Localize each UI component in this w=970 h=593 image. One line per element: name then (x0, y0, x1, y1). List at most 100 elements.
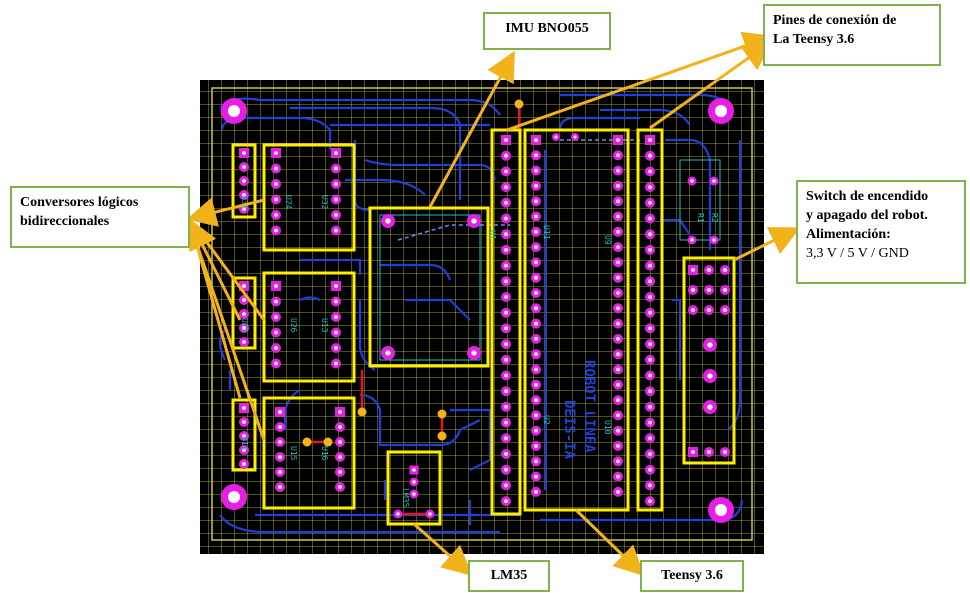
pad-hole (616, 413, 620, 418)
pad-hole (573, 135, 577, 139)
pad-hole (648, 279, 652, 284)
pad-hole (504, 436, 508, 441)
pad-hole (534, 229, 538, 234)
pad-hole (648, 499, 652, 503)
pcb-board-text: DEIS-IA ROBOT LINEA (561, 360, 597, 460)
pad-hole (723, 288, 727, 292)
callout-lm35-text: LM35 (490, 568, 528, 583)
pad-hole (412, 492, 416, 496)
pad-hole (334, 213, 338, 217)
silk-r1: R1 (696, 213, 705, 223)
pad-hole (690, 179, 694, 183)
pad-hole (242, 298, 246, 302)
pad-hole (334, 228, 338, 233)
pad-hole (648, 436, 652, 441)
pad-hole (242, 340, 246, 344)
pad-hole (334, 315, 338, 319)
pad-hole (274, 330, 278, 335)
pad-hole (616, 229, 620, 234)
pad-hole (504, 169, 508, 174)
pad-hole (242, 179, 246, 183)
pad-hole (534, 291, 538, 295)
arrow-conv-5 (190, 229, 266, 441)
pcb-grid (200, 80, 764, 554)
jumper-pads (302, 99, 524, 447)
pad-hole (648, 357, 652, 362)
arrow-pines-right (649, 40, 773, 130)
pad-hole (616, 367, 620, 372)
pad-hole (412, 480, 416, 484)
pad-hole (504, 185, 508, 190)
pad-hole (274, 197, 278, 202)
pad-hole (707, 373, 713, 379)
pad-hole (504, 248, 508, 252)
pad-hole (338, 425, 342, 429)
pad-hole (616, 199, 620, 204)
arrow-lm35 (413, 522, 473, 576)
pad-hole (278, 425, 282, 429)
pad-hole (723, 308, 727, 312)
pad-hole (385, 350, 391, 356)
pad-hole (428, 512, 432, 516)
pad-hole (534, 382, 538, 387)
pad-hole (616, 398, 620, 402)
callout-arrows (186, 31, 801, 577)
callout-conversores-line2: bidireccionales (20, 213, 110, 229)
pad-hole (278, 440, 282, 444)
pad-hole (534, 275, 538, 280)
pad-hole (274, 284, 278, 288)
pad-hole (534, 413, 538, 418)
pad-hole (534, 367, 538, 372)
pad-hole (534, 490, 538, 494)
pad-hole (242, 151, 246, 155)
arrow-pines-left (506, 31, 774, 132)
pad-hole (242, 193, 246, 197)
pad-hole (504, 467, 508, 472)
pad-hole (504, 483, 508, 488)
pad-hole (274, 315, 278, 319)
pcb-text-line1: DEIS-IA (561, 400, 577, 460)
pad-hole (616, 275, 620, 280)
pad-hole (534, 168, 538, 173)
pad-hole (504, 138, 508, 142)
pad-hole (707, 342, 713, 348)
resistor-footprint (679, 159, 721, 241)
callout-switch-line1: Switch de encendido (806, 189, 929, 204)
pad-hole (691, 288, 695, 292)
pad-hole (334, 346, 338, 350)
pad-hole (616, 214, 620, 219)
component-pads (239, 133, 730, 519)
callout-switch-line3: Alimentación: (806, 226, 891, 242)
pad-hole (242, 406, 246, 410)
pad-hole (616, 444, 620, 448)
pad-hole (616, 352, 620, 357)
pad-hole (691, 450, 695, 454)
silkscreen-labels: U31 U24 U32 U25 U26 U13 U14 U15 U16 U1 U… (240, 195, 719, 507)
pad-hole (648, 185, 652, 190)
pad-hole (242, 448, 246, 452)
silk-r2: R2 (710, 213, 719, 223)
pad-hole (723, 268, 727, 272)
pad-hole (616, 382, 620, 387)
callout-lm35: LM35 (468, 560, 550, 592)
pad-hole (278, 410, 282, 414)
pad-hole (534, 474, 538, 479)
silk-u31: U31 (240, 195, 249, 210)
pad-hole (504, 420, 508, 425)
pad-hole (648, 232, 652, 237)
pad-hole (616, 168, 620, 173)
silk-u1: U1 (488, 230, 497, 240)
pad-hole (242, 462, 246, 466)
silk-u14: U14 (240, 436, 249, 451)
pad-hole (616, 260, 620, 265)
pad-hole (534, 398, 538, 402)
pad-hole (648, 389, 652, 394)
silk-u9: U9 (603, 235, 612, 245)
pad-hole (504, 389, 508, 394)
pad-hole (648, 295, 652, 299)
imu-footprint (379, 214, 481, 361)
pad-hole (338, 410, 342, 414)
pad-hole (504, 326, 508, 331)
pad-hole (616, 291, 620, 295)
pad-hole (691, 268, 695, 272)
